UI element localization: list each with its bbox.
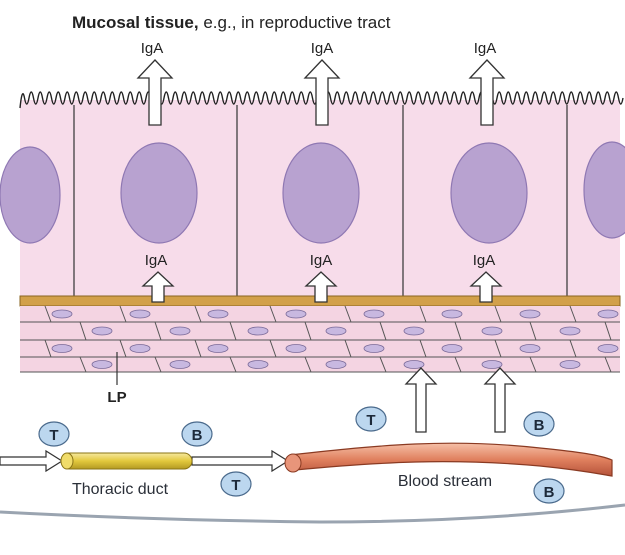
title-rest: e.g., in reproductive tract	[199, 13, 391, 32]
b-cell-label: B	[534, 417, 545, 434]
b-cell-badge: B	[182, 422, 212, 446]
figure-title: Mucosal tissue, e.g., in reproductive tr…	[72, 13, 391, 32]
b-cell-badge: B	[524, 412, 554, 436]
fibroblast-nucleus	[560, 361, 580, 369]
fibroblast-nucleus	[364, 310, 384, 318]
iga-label-cell-3: IgA	[473, 252, 496, 269]
blood-vessel-opening	[285, 454, 301, 472]
fibroblast-nucleus	[286, 310, 306, 318]
nucleus	[121, 143, 197, 243]
t-cell-label: T	[49, 427, 58, 444]
iga-label-top-2: IgA	[311, 40, 334, 57]
iga-label-top-1: IgA	[141, 40, 164, 57]
t-cell-label: T	[366, 412, 375, 429]
fibroblast-nucleus	[560, 327, 580, 335]
iga-label-top-3: IgA	[474, 40, 497, 57]
fibroblast-nucleus	[208, 345, 228, 353]
fibroblast-nucleus	[286, 345, 306, 353]
t-cell-badge: T	[221, 472, 251, 496]
nucleus	[0, 147, 60, 243]
fibroblast-nucleus	[364, 345, 384, 353]
b-cell-label: B	[544, 484, 555, 501]
t-cell-label: T	[231, 477, 240, 494]
fibroblast-nucleus	[482, 327, 502, 335]
fibroblast-nucleus	[92, 361, 112, 369]
thoracic-duct-opening	[61, 453, 73, 469]
fibroblast-nucleus	[52, 310, 72, 318]
blood-stream-label: Blood stream	[398, 473, 492, 490]
b-cell-badge: B	[534, 479, 564, 503]
fibroblast-nucleus	[170, 361, 190, 369]
fibroblast-nucleus	[170, 327, 190, 335]
b-cell-label: B	[192, 427, 203, 444]
fibroblast-nucleus	[598, 345, 618, 353]
nucleus	[451, 143, 527, 243]
fibroblast-nucleus	[52, 345, 72, 353]
fibroblast-nucleus	[520, 345, 540, 353]
fibroblast-nucleus	[326, 361, 346, 369]
fibroblast-nucleus	[482, 361, 502, 369]
fibroblast-nucleus	[248, 361, 268, 369]
fibroblast-nucleus	[442, 310, 462, 318]
fibroblast-nucleus	[404, 327, 424, 335]
fibroblast-nucleus	[598, 310, 618, 318]
fibroblast-nucleus	[130, 345, 150, 353]
t-cell-badge: T	[356, 407, 386, 431]
fibroblast-nucleus	[130, 310, 150, 318]
iga-label-cell-2: IgA	[310, 252, 333, 269]
t-cell-badge: T	[39, 422, 69, 446]
nucleus	[283, 143, 359, 243]
thoracic-duct-label: Thoracic duct	[72, 481, 169, 498]
thoracic-duct	[62, 453, 192, 469]
fibroblast-nucleus	[248, 327, 268, 335]
title-bold: Mucosal tissue,	[72, 13, 199, 32]
lp-label: LP	[107, 389, 126, 406]
fibroblast-nucleus	[520, 310, 540, 318]
iga-label-cell-1: IgA	[145, 252, 168, 269]
fibroblast-nucleus	[326, 327, 346, 335]
fibroblast-nucleus	[442, 345, 462, 353]
fibroblast-nucleus	[208, 310, 228, 318]
fibroblast-nucleus	[92, 327, 112, 335]
